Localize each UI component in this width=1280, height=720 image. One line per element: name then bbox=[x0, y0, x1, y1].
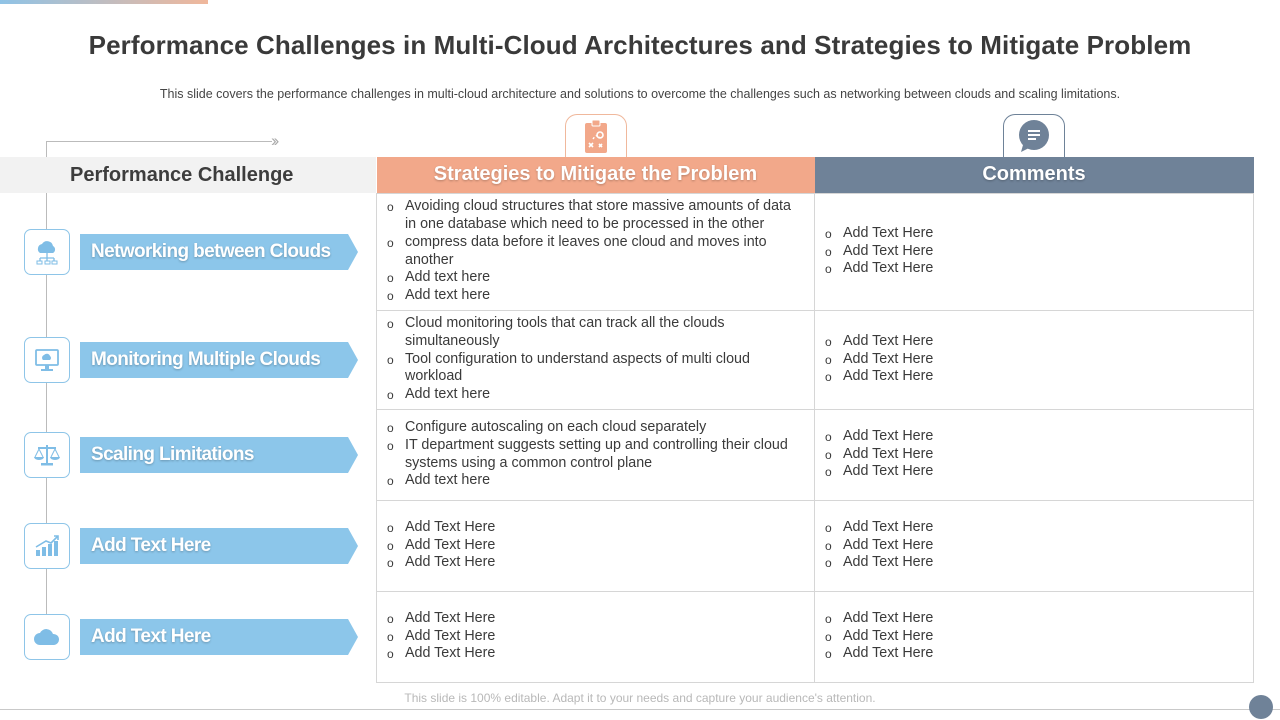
page-subtitle: This slide covers the performance challe… bbox=[159, 87, 1121, 101]
strategies-cell: Avoiding cloud structures that store mas… bbox=[376, 192, 815, 311]
comments-header: Comments bbox=[814, 157, 1254, 193]
bottom-divider bbox=[0, 709, 1280, 710]
list-item: Add text here bbox=[387, 287, 804, 305]
cloud-network-icon bbox=[36, 241, 58, 265]
table-row: Add Text Here Add Text Here Add Text Her… bbox=[376, 590, 1254, 683]
challenge-banner-networking: Networking between Clouds bbox=[80, 234, 358, 270]
footer-note: This slide is 100% editable. Adapt it to… bbox=[404, 691, 876, 705]
list-item: Cloud monitoring tools that can track al… bbox=[387, 315, 804, 350]
list-item: Add Text Here bbox=[825, 537, 1243, 555]
list-item: Add Text Here bbox=[825, 554, 1243, 572]
performance-challenge-header: Performance Challenge bbox=[0, 157, 376, 193]
bar-chart-icon-box bbox=[24, 523, 70, 569]
list-item: compress data before it leaves one cloud… bbox=[387, 234, 804, 269]
list-item: Add Text Here bbox=[825, 519, 1243, 537]
list-item: Tool configuration to understand aspects… bbox=[387, 351, 804, 386]
list-item: Add Text Here bbox=[387, 537, 804, 555]
strategy-tab bbox=[565, 114, 627, 158]
list-item: Add Text Here bbox=[387, 519, 804, 537]
list-item: Add Text Here bbox=[825, 428, 1243, 446]
list-item: Add Text Here bbox=[825, 645, 1243, 663]
list-item: Add text here bbox=[387, 472, 804, 490]
comments-cell: Add Text Here Add Text Here Add Text Her… bbox=[814, 499, 1254, 592]
strategies-cell: Add Text Here Add Text Here Add Text Her… bbox=[376, 590, 815, 683]
table-row: Avoiding cloud structures that store mas… bbox=[376, 192, 1254, 311]
list-item: Configure autoscaling on each cloud sepa… bbox=[387, 419, 804, 437]
comments-cell: Add Text Here Add Text Here Add Text Her… bbox=[814, 408, 1254, 501]
list-item: Add Text Here bbox=[825, 610, 1243, 628]
double-chevron-right-icon: ›› bbox=[271, 131, 280, 150]
strategies-header: Strategies to Mitigate the Problem bbox=[376, 157, 815, 193]
table-row: Cloud monitoring tools that can track al… bbox=[376, 309, 1254, 410]
strategies-cell: Configure autoscaling on each cloud sepa… bbox=[376, 408, 815, 501]
list-item: Add Text Here bbox=[825, 225, 1243, 243]
list-item: Add Text Here bbox=[387, 645, 804, 663]
balance-scale-icon bbox=[34, 445, 60, 466]
scaling-icon-box bbox=[24, 432, 70, 478]
list-item: Add Text Here bbox=[825, 446, 1243, 464]
list-item: IT department suggests setting up and co… bbox=[387, 437, 804, 472]
challenge-banner-scaling: Scaling Limitations bbox=[80, 437, 358, 473]
networking-icon-box bbox=[24, 229, 70, 275]
strategies-cell: Add Text Here Add Text Here Add Text Her… bbox=[376, 499, 815, 592]
top-accent-bar bbox=[0, 0, 208, 4]
table-row: Configure autoscaling on each cloud sepa… bbox=[376, 408, 1254, 501]
list-item: Add Text Here bbox=[825, 333, 1243, 351]
comments-cell: Add Text Here Add Text Here Add Text Her… bbox=[814, 192, 1254, 311]
monitor-cloud-icon bbox=[35, 349, 59, 371]
list-item: Add Text Here bbox=[387, 628, 804, 646]
comments-cell: Add Text Here Add Text Here Add Text Her… bbox=[814, 590, 1254, 683]
table-row: Add Text Here Add Text Here Add Text Her… bbox=[376, 499, 1254, 592]
list-item: Add Text Here bbox=[825, 628, 1243, 646]
bar-chart-icon bbox=[35, 535, 59, 556]
strategies-table: Strategies to Mitigate the Problem Comme… bbox=[376, 157, 1254, 683]
list-item: Add Text Here bbox=[825, 260, 1243, 278]
comments-tab bbox=[1003, 114, 1065, 158]
challenge-banner-monitoring: Monitoring Multiple Clouds bbox=[80, 342, 358, 378]
list-item: Add Text Here bbox=[825, 368, 1243, 386]
cloud-icon-box bbox=[24, 614, 70, 660]
comments-cell: Add Text Here Add Text Here Add Text Her… bbox=[814, 309, 1254, 410]
list-item: Avoiding cloud structures that store mas… bbox=[387, 198, 804, 233]
list-item: Add Text Here bbox=[825, 463, 1243, 481]
strategies-cell: Cloud monitoring tools that can track al… bbox=[376, 309, 815, 410]
list-item: Add text here bbox=[387, 269, 804, 287]
chat-bubble-icon bbox=[1019, 119, 1049, 152]
strategy-board-icon bbox=[585, 119, 607, 153]
list-item: Add Text Here bbox=[825, 243, 1243, 261]
challenge-banner-4: Add Text Here bbox=[80, 528, 358, 564]
timeline-horizontal-line bbox=[46, 141, 272, 142]
cloud-icon bbox=[34, 629, 60, 645]
list-item: Add Text Here bbox=[387, 554, 804, 572]
corner-dot bbox=[1249, 695, 1273, 719]
list-item: Add text here bbox=[387, 386, 804, 404]
timeline-vertical-line bbox=[46, 141, 47, 638]
challenge-banner-5: Add Text Here bbox=[80, 619, 358, 655]
list-item: Add Text Here bbox=[387, 610, 804, 628]
list-item: Add Text Here bbox=[825, 351, 1243, 369]
page-title: Performance Challenges in Multi-Cloud Ar… bbox=[88, 30, 1192, 60]
monitoring-icon-box bbox=[24, 337, 70, 383]
